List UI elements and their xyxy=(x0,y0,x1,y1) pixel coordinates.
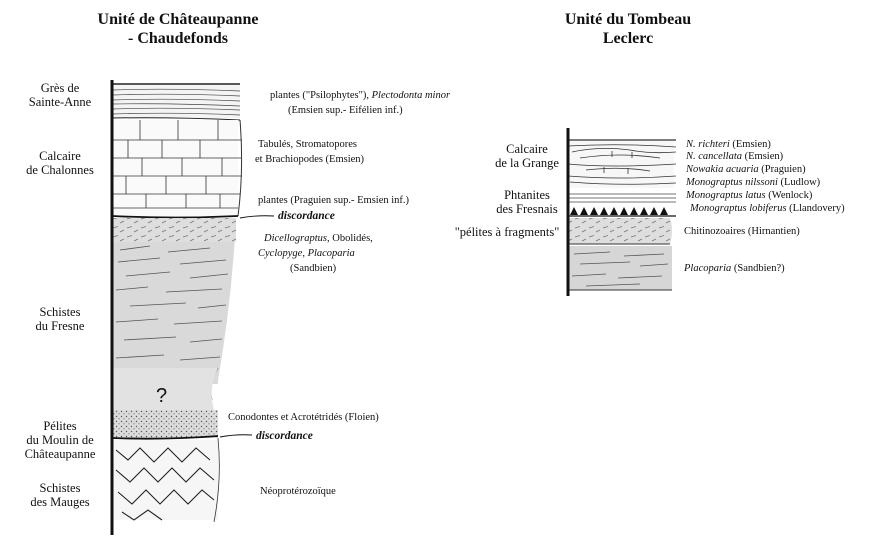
unit-pelites-line2: du Moulin de xyxy=(26,433,94,447)
layer-phtanites xyxy=(568,190,676,216)
annot-discordance-2: discordance xyxy=(256,430,313,442)
unit-calcaire-line2: de Chalonnes xyxy=(26,163,94,177)
unit-calcaire-line1: Calcaire xyxy=(39,149,81,163)
layer-lower-shale xyxy=(568,246,672,290)
unit-fresne-line2: du Fresne xyxy=(36,319,85,333)
annot-plants-b: plantes (Praguien sup.- Emsien inf.) xyxy=(258,195,410,206)
fossil-3: Nowakia acuaria (Praguien) xyxy=(685,164,806,175)
question-mark: ? xyxy=(156,385,167,407)
layer-calcaire-chalonnes xyxy=(112,120,242,218)
layer-schistes-mauges xyxy=(112,438,219,522)
right-title-line2: Leclerc xyxy=(603,30,653,47)
unit-fresne-line1: Schistes xyxy=(40,305,81,319)
layer-pelites-fragments xyxy=(568,218,672,244)
right-unit-labels: Calcaire de la Grange Phtanites des Fres… xyxy=(455,142,560,239)
right-title: Unité du Tombeau Leclerc xyxy=(565,11,691,47)
left-title-line1: Unité de Châteaupanne xyxy=(98,11,259,28)
layer-pelites-moulin xyxy=(112,410,218,439)
annot-cyclo: Cyclopyge, Placoparia xyxy=(258,248,355,259)
right-title-line1: Unité du Tombeau xyxy=(565,11,691,28)
left-column-lithology: ? xyxy=(112,80,242,535)
fossil-4: Monograptus nilssoni (Ludlow) xyxy=(685,177,821,188)
layer-calcaire-grange xyxy=(568,140,676,188)
fossil-6: Monograptus lobiferus (Llandovery) xyxy=(689,203,845,214)
annot-plants-a-age: (Emsien sup.- Eifélien inf.) xyxy=(288,105,403,116)
annot-tabules-2: et Brachiopodes (Emsien) xyxy=(255,154,365,165)
unit-grange-line2: de la Grange xyxy=(495,156,559,170)
left-annotations: plantes ("Psilophytes"), Plectodonta min… xyxy=(220,90,451,497)
left-title: Unité de Châteaupanne - Chaudefonds xyxy=(98,11,259,47)
unit-fresnais-line1: Phtanites xyxy=(504,188,550,202)
unit-mauges-line2: des Mauges xyxy=(30,495,89,509)
right-column-lithology xyxy=(568,128,676,296)
unit-pelites-line1: Pélites xyxy=(43,419,76,433)
discordance-1-leader xyxy=(240,216,274,218)
right-annotations: N. richteri (Emsien) N. cancellata (Emsi… xyxy=(683,139,845,274)
unit-gres-line2: Sainte-Anne xyxy=(29,95,92,109)
unit-gres-line1: Grès de xyxy=(41,81,80,95)
discordance-2-leader xyxy=(220,435,252,437)
left-unit-labels: Grès de Sainte-Anne Calcaire de Chalonne… xyxy=(25,81,96,509)
unit-grange-line1: Calcaire xyxy=(506,142,548,156)
unit-pelites-line3: Châteaupanne xyxy=(25,447,96,461)
fossil-1: N. richteri (Emsien) xyxy=(685,139,771,150)
annot-discordance-1: discordance xyxy=(278,210,335,222)
layer-unknown-gap: ? xyxy=(112,368,218,410)
annot-neoprot: Néoprotérozoïque xyxy=(260,486,336,497)
annot-tabules-1: Tabulés, Stromatopores xyxy=(258,139,357,150)
unit-fresnais-line2: des Fresnais xyxy=(496,202,558,216)
annot-sandbien: (Sandbien) xyxy=(290,263,337,274)
unit-mauges-line1: Schistes xyxy=(40,481,81,495)
layer-gres-sainte-anne xyxy=(112,84,240,120)
fossil-8: Placoparia (Sandbien?) xyxy=(683,263,785,274)
fossil-7: Chitinozoaires (Hirnantien) xyxy=(684,226,800,237)
fossil-5: Monograptus latus (Wenlock) xyxy=(685,190,813,201)
unit-pelites-fragments: "pélites à fragments" xyxy=(455,225,560,239)
annot-plants-a: plantes ("Psilophytes"), Plectodonta min… xyxy=(270,90,451,101)
fossil-2: N. cancellata (Emsien) xyxy=(685,151,784,162)
left-title-line2: - Chaudefonds xyxy=(128,30,228,47)
annot-dicello: Dicellograptus, Obolidés, xyxy=(263,233,373,244)
annot-conodontes: Conodontes et Acrotétridés (Floien) xyxy=(228,412,379,423)
